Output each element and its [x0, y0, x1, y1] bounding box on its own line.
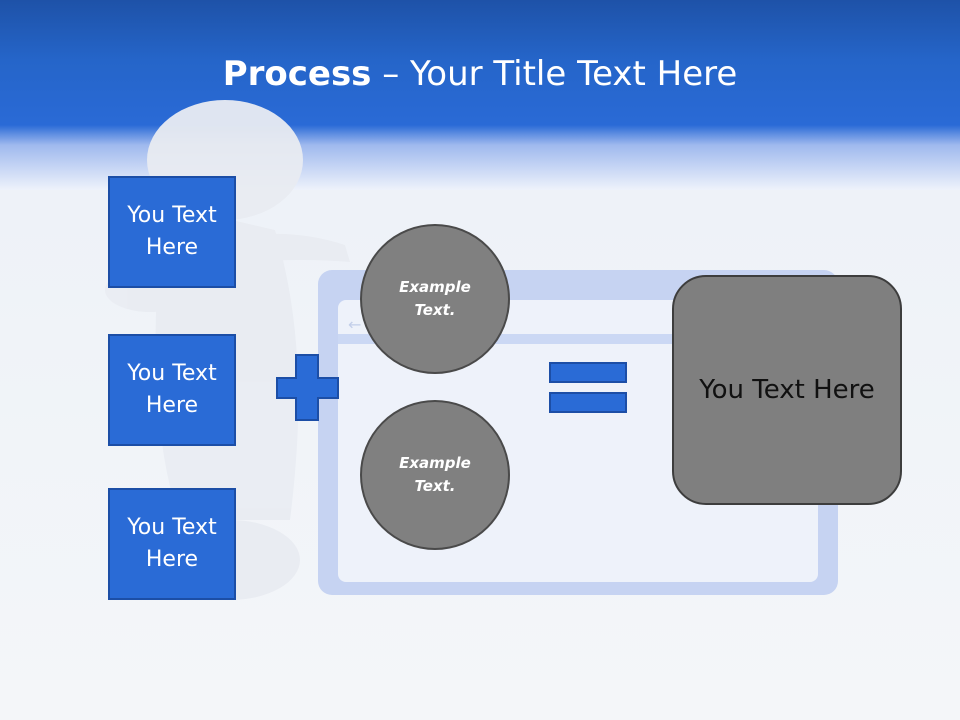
step-box-2-line1: You Text: [127, 361, 217, 386]
result-label: You Text Here: [699, 375, 875, 405]
step-box-3-line2: Here: [145, 547, 199, 572]
result-box: You Text Here: [672, 275, 902, 505]
step-box-3-line1: You Text: [127, 515, 217, 540]
example-circle-2-line2: Text.: [414, 477, 456, 495]
title-rest: – Your Title Text Here: [371, 54, 738, 94]
plus-icon: [276, 354, 339, 421]
svg-text:←: ←: [348, 315, 361, 334]
step-box-1-line2: Here: [145, 235, 199, 260]
example-circle-2-line1: Example: [399, 454, 471, 472]
slide-title: Process – Your Title Text Here: [0, 50, 960, 98]
step-box-2-line2: Here: [145, 393, 199, 418]
example-circle-1-line2: Text.: [414, 301, 456, 319]
step-box-1-line1: You Text: [127, 203, 217, 228]
title-bold: Process: [222, 54, 372, 94]
example-circle-1-line1: Example: [399, 278, 471, 296]
equals-icon: [549, 362, 627, 413]
